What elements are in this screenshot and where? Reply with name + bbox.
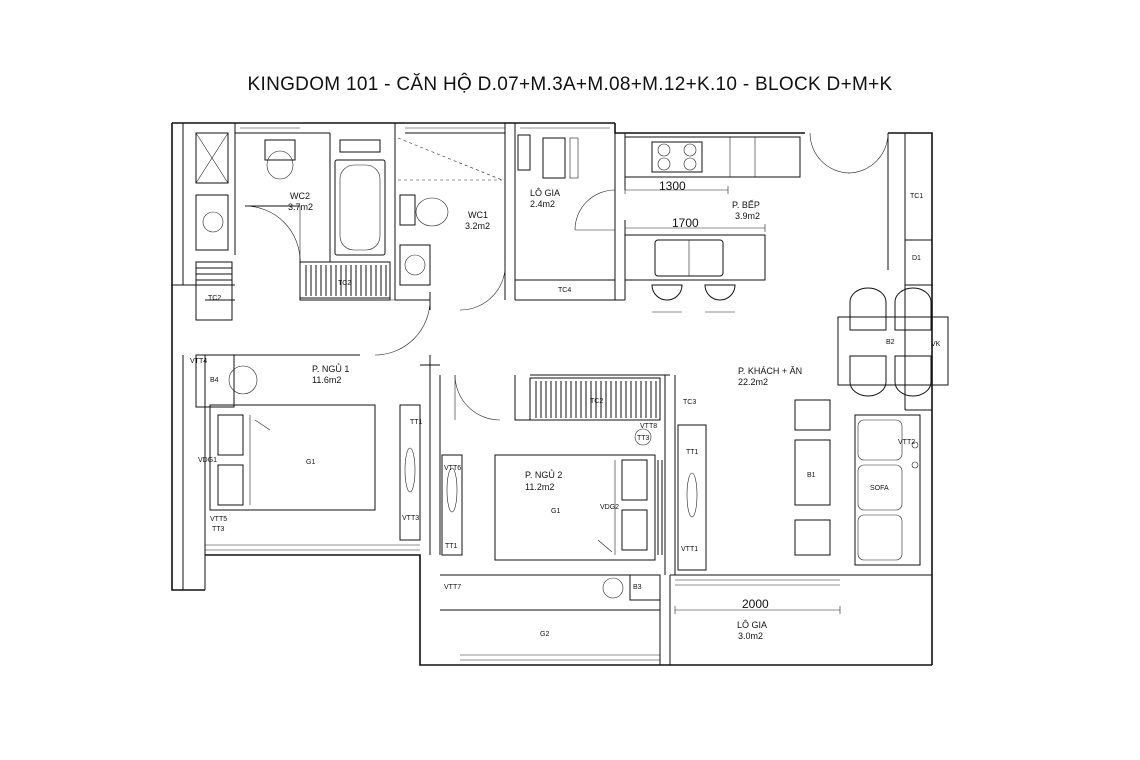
- room-bedroom2-area: 11.2m2: [525, 482, 554, 492]
- tag-b1: B1: [807, 472, 816, 479]
- tag-vtt4: VTT4: [190, 358, 207, 365]
- tag-tc1: TC1: [910, 193, 923, 200]
- bedroom1-furniture: [195, 261, 421, 541]
- room-living-name: P. KHÁCH + ĂN: [738, 366, 802, 376]
- tag-g1-bed1: G1: [306, 459, 315, 466]
- wardrobe-hatch: [299, 261, 663, 555]
- dining-area: [837, 287, 949, 397]
- tag-vk: VK: [931, 341, 941, 348]
- tag-vtt1: VTT1: [681, 546, 698, 553]
- room-bedroom2-name: P. NGỦ 2: [525, 469, 562, 480]
- room-logia-bottom-name: LÔ GIA: [737, 620, 767, 630]
- tag-tc4: TC4: [558, 287, 571, 294]
- living-furniture: [794, 399, 921, 566]
- room-kitchen-name: P. BẾP: [732, 200, 760, 210]
- kitchen-fixtures: [624, 136, 801, 313]
- windows: [205, 122, 840, 661]
- tag-vdg1: VDG1: [198, 457, 217, 464]
- tag-b2: B2: [886, 339, 895, 346]
- bedroom2-furniture: [441, 424, 707, 601]
- tag-vtt8: VTT8: [640, 423, 657, 430]
- room-wc1-area: 3.2m2: [465, 221, 490, 231]
- tag-b3: B3: [633, 584, 642, 591]
- room-logia-bottom-area: 3.0m2: [738, 631, 763, 641]
- tag-vdg2: VDG2: [600, 504, 619, 511]
- tag-vtt2: VTT2: [898, 439, 915, 446]
- doors: [244, 132, 889, 421]
- room-bedroom1-name: P. NGỦ 1: [312, 363, 349, 374]
- tag-d1: D1: [912, 255, 921, 262]
- dim-1700: 1700: [672, 216, 699, 230]
- tag-g2: G2: [540, 631, 549, 638]
- tag-vtt6: VTT6: [444, 465, 461, 472]
- tag-vtt7: VTT7: [444, 584, 461, 591]
- room-wc2-area: 3.7m2: [288, 202, 313, 212]
- tag-tt1-bed2: TT1: [445, 543, 458, 550]
- room-kitchen-area: 3.9m2: [735, 211, 760, 221]
- tag-tt3-bed1: TT3: [212, 526, 225, 533]
- room-wc1-name: WC1: [468, 210, 488, 220]
- room-bedroom1-area: 11.6m2: [312, 375, 341, 385]
- tag-tt1-living: TT1: [686, 449, 699, 456]
- plan-title: KINGDOM 101 - CĂN HỘ D.07+M.3A+M.08+M.12…: [247, 74, 893, 95]
- tag-tc3: TC3: [683, 399, 696, 406]
- tag-tc2-left: TC2: [208, 295, 221, 302]
- dim-2000-line: [674, 606, 841, 614]
- wc1-fixtures: [397, 134, 579, 286]
- room-living-area: 22.2m2: [738, 377, 768, 387]
- room-wc2-name: WC2: [290, 191, 310, 201]
- wc2-fixtures: [195, 132, 386, 256]
- tag-tc2-mid: TC2: [590, 398, 603, 405]
- room-logia-top-name: LÔ GIA: [530, 188, 560, 198]
- dim-2000: 2000: [742, 597, 769, 611]
- tag-b4: B4: [210, 377, 219, 384]
- tag-vtt5: VTT5: [210, 516, 227, 523]
- tag-g1-bed2: G1: [551, 508, 560, 515]
- tag-vtt3: VTT3: [402, 515, 419, 522]
- hatch-tc2-left: [196, 267, 232, 281]
- room-logia-top-area: 2.4m2: [530, 199, 555, 209]
- tag-tt1-bed1: TT1: [410, 419, 423, 426]
- tag-tt3-bed2: TT3: [637, 435, 650, 442]
- tag-tc2-top: TC2: [338, 280, 351, 287]
- dim-1300: 1300: [659, 179, 686, 193]
- tag-sofa: SOFA: [870, 485, 889, 492]
